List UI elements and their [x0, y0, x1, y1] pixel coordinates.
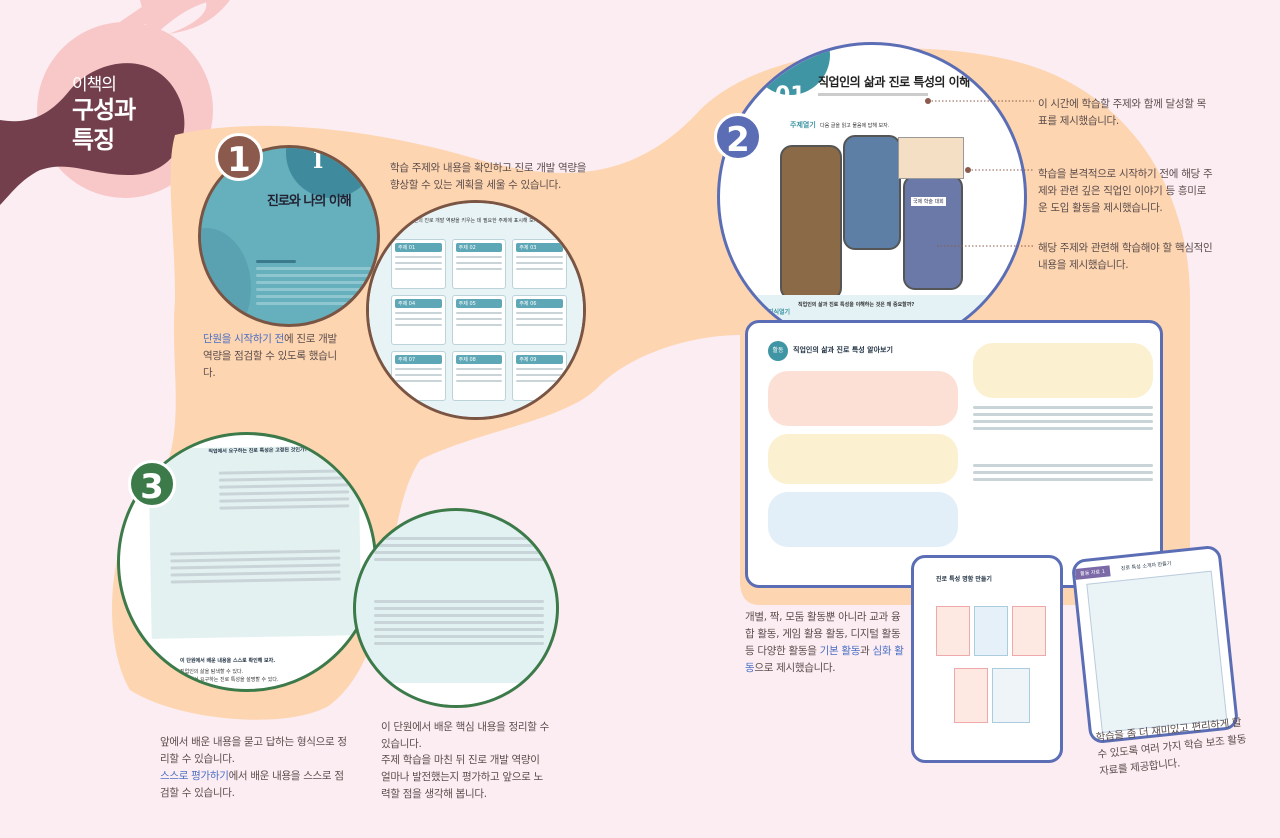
- unit-title: 진로와 나의 이해: [267, 194, 352, 209]
- intro-text: 다음 글을 읽고 물음에 답해 보자.: [820, 123, 890, 129]
- topic-card-label: 주제 04: [395, 299, 442, 308]
- section-badge-2: 2: [714, 113, 762, 161]
- section3-desc-left1: 앞에서 배운 내용을 묻고 답하는 형식으로 정리할 수 있습니다.: [160, 736, 347, 765]
- section3-desc-right2: 주제 학습을 마친 뒤 진로 개발 역량이 얼마나 발전했는지 평가하고 앞으로…: [381, 754, 543, 800]
- desc-text: 에 진로 개발 역량을 점검할 수 있도록 했습니다.: [203, 333, 337, 379]
- page-heading: 이책의 구성과 특징: [72, 70, 172, 155]
- check-item: 직업에서 요구하는 진로 특성을 설명할 수 있다.: [180, 677, 279, 683]
- tablet2-label: 활동 자료 1: [1074, 565, 1111, 580]
- highlight-self-assessment: 스스로 평가하기: [160, 770, 229, 782]
- topic-card: 주제 08: [451, 351, 507, 401]
- illustration-office: [843, 135, 901, 250]
- unit-number: I: [313, 148, 324, 174]
- lesson-intro-circle: 01 직업인의 삶과 진로 특성의 이해 주제열기 다음 글을 읽고 물음에 답…: [717, 42, 1027, 352]
- check-item: 직업인의 삶을 탐색할 수 있다.: [180, 669, 244, 675]
- topic-card-label: 주제 08: [455, 355, 503, 364]
- topic-card: 주제 02: [451, 239, 507, 289]
- note-core-content: 해당 주제와 관련해 학습해야 할 핵심적인 내용을 제시했습니다.: [1038, 242, 1213, 271]
- illustration-conference: 국제 학술 대회: [903, 175, 963, 290]
- desc-text: 과: [860, 645, 873, 657]
- activity-right-column: [973, 343, 1153, 519]
- knowledge-label: 지식열기: [768, 309, 791, 316]
- topic-card-label: 주제 07: [395, 355, 442, 364]
- activity-left-column: [768, 371, 958, 547]
- highlight-advanced-activity: 심화 활동: [745, 645, 904, 674]
- tablet-activity-material: 활동 자료 1 진로 특성 소개자 만들기: [1070, 544, 1240, 745]
- check-title: 이 단원에서 배운 내용을 스스로 확인해 보자.: [180, 658, 276, 664]
- conference-sign: 국제 학술 대회: [911, 197, 946, 206]
- plan-header: 자신의 진로 개발 역량을 키우는 데 필요한 주제에 표시해 보자.: [409, 218, 540, 224]
- topic-card: 주제 09: [512, 351, 567, 401]
- topic-grid: 주제 01 주제 02 주제 03 주제 04 주제 05 주제 06 주제 07 주제 08…: [391, 239, 567, 401]
- lesson-title: 직업인의 삶과 진로 특성의 이해: [818, 75, 970, 89]
- heading-line1: 이책의: [72, 75, 117, 95]
- maroon-blob: [0, 63, 185, 205]
- topic-card-label: 주제 03: [516, 243, 563, 252]
- summary-title: 직업에서 요구하는 진로 특성은 고정된 것인가?: [208, 447, 308, 455]
- activity-label: 활동: [768, 341, 788, 361]
- knowledge-title: 직업인의 삶과 진로 특성을 이해하는 것은 왜 중요할까?: [798, 302, 915, 308]
- lesson-number: 01: [775, 83, 806, 108]
- tablet-business-card: 진로 특성 명함 만들기: [911, 555, 1063, 763]
- topic-card-label: 주제 01: [395, 243, 442, 252]
- topic-card: 주제 07: [391, 351, 446, 401]
- section1-desc-left: 단원을 시작하기 전에 진로 개발 역량을 점검할 수 있도록 했습니다.: [203, 331, 348, 382]
- activity-page: 활동 직업인의 삶과 진로 특성 알아보기: [745, 320, 1163, 588]
- tablet2-title: 진로 특성 소개자 만들기: [1120, 560, 1172, 573]
- section2-desc-activities: 개별, 짝, 모둠 활동뿐 아니라 교과 융합 활동, 게임 활용 활동, 디지…: [745, 609, 905, 677]
- desc-text: 에서 배운 내용을 스스로 점검할 수 있습니다.: [160, 770, 344, 799]
- section-badge-3: 3: [128, 460, 176, 508]
- illustration-scientist: [780, 145, 842, 300]
- section3-desc-right1: 이 단원에서 배운 핵심 내용을 정리할 수 있습니다.: [381, 721, 549, 750]
- note-intro-activity: 학습을 본격적으로 시작하기 전에 해당 주제와 관련 깊은 직업인 이야기 등…: [1038, 168, 1213, 214]
- desc-text: 으로 제시했습니다.: [754, 662, 836, 674]
- topic-card: 주제 03: [512, 239, 567, 289]
- tablet1-title: 진로 특성 명함 만들기: [936, 576, 992, 583]
- heading-line2: 구성과: [72, 96, 136, 124]
- summary-paper: 직업에서 요구하는 진로 특성은 고정된 것인가?: [148, 445, 362, 639]
- desc-text: 개별, 짝, 모둠 활동뿐 아니라 교과 융합 활동, 게임 활용 활동, 디지…: [745, 611, 901, 657]
- self-assessment-circle: [353, 508, 559, 708]
- unit-opener-circle: I 진로와 나의 이해: [198, 145, 380, 327]
- topic-card-label: 주제 02: [455, 243, 503, 252]
- topic-card: 주제 05: [451, 295, 507, 345]
- topic-card-label: 주제 05: [455, 299, 503, 308]
- note-goals: 이 시간에 학습할 주제와 함께 달성할 목표를 제시했습니다.: [1038, 98, 1206, 127]
- heading-line3: 특징: [72, 126, 115, 154]
- topic-card: 주제 04: [391, 295, 446, 345]
- topic-card-label: 주제 06: [516, 299, 563, 308]
- section3-desc-left2: 스스로 평가하기에서 배운 내용을 스스로 점검할 수 있습니다.: [160, 768, 350, 802]
- speech-note: [898, 137, 964, 179]
- topic-card: 주제 01: [391, 239, 446, 289]
- pink-blob: [0, 0, 230, 40]
- highlight-before-unit: 단원을 시작하기 전: [203, 333, 284, 345]
- intro-label: 주제열기: [790, 121, 816, 129]
- topic-plan-circle: 자신의 진로 개발 역량을 키우는 데 필요한 주제에 표시해 보자. 주제 0…: [366, 200, 586, 420]
- activity-title: 직업인의 삶과 진로 특성 알아보기: [793, 346, 893, 354]
- topic-card-label: 주제 09: [516, 355, 563, 364]
- checklist-thumbnail: [256, 256, 371, 309]
- section-badge-1: 1: [215, 133, 263, 181]
- topic-card: 주제 06: [512, 295, 567, 345]
- section1-desc-top: 학습 주제와 내용을 확인하고 진로 개발 역량을 향상할 수 있는 계획을 세…: [390, 162, 587, 191]
- highlight-basic-activity: 기본 활동: [819, 645, 861, 657]
